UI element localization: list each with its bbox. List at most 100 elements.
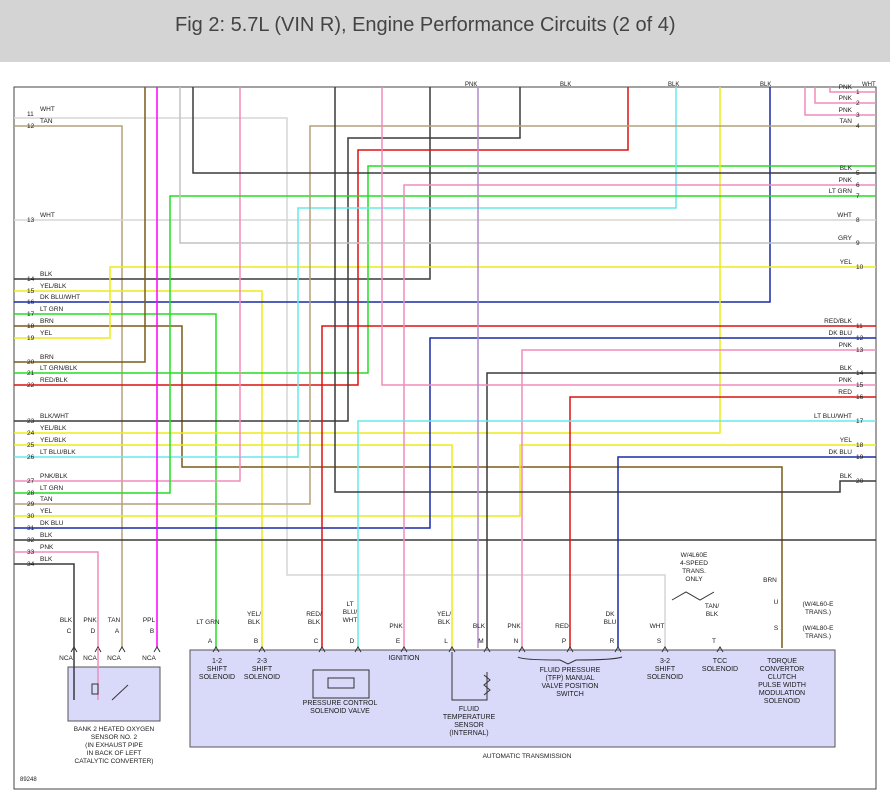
top-wire-label: BLK [560,82,571,88]
trans-wire-label: BLU/ [343,609,358,616]
sensor-nca-label: NCA [83,655,97,662]
trans-pin-label: U [774,599,779,606]
wire-26-ltblue [14,87,677,458]
right-wire-number: 16 [856,394,864,401]
trans-pin-connector [354,646,362,653]
trans-wire-label: DK [605,611,615,618]
wire-29-tan [14,125,876,505]
right-wire-number: 5 [856,170,860,177]
left-wire-number: 23 [27,418,35,425]
left-wire-number: 34 [27,561,35,568]
left-wire-number: 12 [27,123,35,130]
trans-pin-connector [614,646,622,653]
right-wire-label: DK BLU [829,330,853,337]
top-wire-label: PNK [465,82,477,88]
fluid-temp-label-line: FLUID [459,706,479,713]
wire-rt1-pink [829,87,876,93]
torque-converter-label-line: CLUTCH [768,674,796,681]
trans-wire-label: WHT [343,617,358,624]
right-wire-number: 9 [856,240,860,247]
fluid-temp-label-line: SENSOR [454,722,484,729]
trans-pin-connector [448,646,456,653]
right-wire-label: PNK [839,107,853,114]
left-wire-label: LT BLU/BLK [40,449,76,456]
right-wire-label: PNK [839,84,853,91]
right-wire-number: 6 [856,182,860,189]
left-wire-number: 16 [27,299,35,306]
left-wire-label: BRN [40,318,54,325]
pressure-control-label-line: PRESSURE CONTROL [303,700,378,707]
trans-wire-label: LT GRN [196,619,220,626]
right-wire-number: 7 [856,193,860,200]
trans-wire-label: YEL/ [247,611,261,618]
trans-pin-label: P [562,638,566,645]
shift-12-label-line: SOLENOID [199,674,235,681]
left-wire-label: BLK/WHT [40,413,69,420]
ignition-label-line: IGNITION [388,655,419,662]
left-wire-number: 25 [27,442,35,449]
left-wire-label: YEL/BLK [40,283,67,290]
sensor-nca-label: NCA [142,655,156,662]
left-wire-number: 20 [27,359,35,366]
right-wire-label: PNK [839,342,853,349]
frame-border [13,86,877,790]
right-wire-number: 3 [856,112,860,119]
sensor-wire-label: PNK [83,617,97,624]
left-wire-label: LT GRN/BLK [40,365,78,372]
trans-wire-label: PNK [389,623,403,630]
right-wire-number: 4 [856,123,860,130]
right-wire-number: 12 [856,335,864,342]
torque-converter-label-line: PULSE WIDTH [758,682,806,689]
tfp-label-line: FLUID PRESSURE [540,667,601,674]
tfp-brace [517,656,623,665]
right-wire-label: RED [838,389,852,396]
sensor-box [67,666,161,722]
right-wire-label: RED/BLK [824,318,852,325]
shift-23-label-line: 2-3 [257,658,267,665]
fluid-temp-label-line: (INTERNAL) [449,730,488,737]
wire-16-dkblue [14,87,771,303]
trans-wire-label: BLU [604,619,617,626]
tcc-label-line: SOLENOID [702,666,738,673]
trans-wire-label: BLK [473,623,486,630]
wire-15-yellow [14,290,263,648]
left-wire-number: 28 [27,490,35,497]
wire-24-yellow [14,87,721,434]
left-wire-number: 19 [27,335,35,342]
fluid-temp-label-line: TEMPERATURE [443,714,496,721]
trans-wire-label: YEL/ [437,611,451,618]
left-wire-number: 15 [27,288,35,295]
left-wire-label: PNK [40,544,54,551]
torque-converter-label-line: CONVERTOR [760,666,804,673]
wire-18-brown [14,325,783,648]
left-wire-label: TAN [40,118,53,125]
trans-pin-connector [318,646,326,653]
wire-22-red [14,87,629,386]
wire-rt16-red [569,396,876,648]
left-wire-number: 14 [27,276,35,283]
transmission-caption: AUTOMATIC TRANSMISSION [483,753,572,760]
left-wire-number: 29 [27,501,35,508]
wire-27-pink [14,87,241,482]
sensor-pin-connector [118,646,126,653]
note-4l80e-line: (W/4L80-E [802,625,834,632]
wire-25-yellow [14,444,453,648]
trans-pin-connector [400,646,408,653]
left-wire-label: YEL/BLK [40,425,67,432]
right-wire-number: 14 [856,370,864,377]
left-wire-label: BLK [40,271,53,278]
right-wire-number: 18 [856,442,864,449]
left-wire-label: WHT [40,212,55,219]
sensor-caption-line: SENSOR NO. 2 [91,734,138,741]
shift-12-label-line: 1-2 [212,658,222,665]
trans-wire-label: BRN [763,577,777,584]
torque-converter-label-line: TORQUE [767,658,797,665]
wire-rt5-black [192,87,876,174]
trans-wire-label: TAN/ [705,603,720,610]
note-4speed-line: 4-SPEED [680,560,708,567]
shift-32-label-line: SOLENOID [647,674,683,681]
sensor-caption-line: BANK 2 HEATED OXYGEN [74,726,155,733]
left-wire-label: LT GRN [40,306,64,313]
trans-pin-label: A [208,638,213,645]
trans-pin-connector [716,646,724,653]
